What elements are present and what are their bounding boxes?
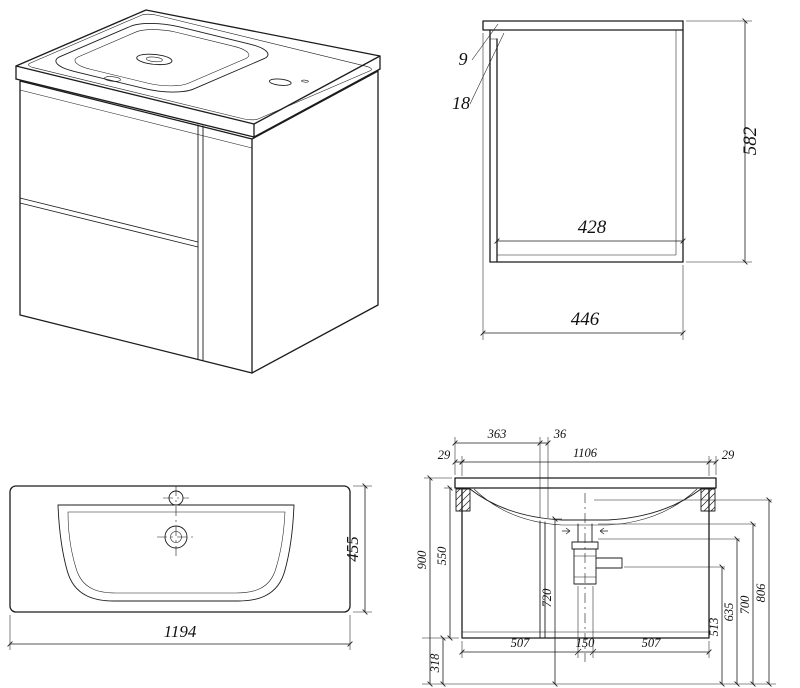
left-bracket-hatch xyxy=(455,488,471,512)
dim-basin-height-455: 455 xyxy=(343,536,362,562)
dim-cabinet-height-550: 550 xyxy=(435,546,449,566)
bowl-section-inner xyxy=(473,488,698,526)
isometric-view xyxy=(15,9,381,374)
side-view: 9 18 582 428 446 xyxy=(452,18,761,340)
side-inner-lines xyxy=(490,30,677,256)
side-front-panel xyxy=(489,29,498,263)
door-divider-lines xyxy=(197,124,204,361)
dim-drawer-right-507: 507 xyxy=(642,636,662,650)
countertop-bottom-edge xyxy=(15,68,381,138)
leader-18 xyxy=(469,32,505,105)
basin-bowl-inner xyxy=(67,511,286,594)
cabinet-front-view: 363 36 29 1106 29 900 550 318 720 xyxy=(415,427,776,687)
overflow-hole xyxy=(101,76,123,83)
leader-9 xyxy=(471,23,499,61)
dim-overhang-right-29: 29 xyxy=(722,448,735,462)
basin-front-view: 455 1194 xyxy=(7,483,372,650)
basin-top-outline xyxy=(9,485,351,613)
dim-depth-446: 446 xyxy=(571,309,600,330)
siphon-assembly xyxy=(562,523,623,585)
top-gap-line xyxy=(19,89,253,149)
dim-left-offset-363: 363 xyxy=(487,427,507,441)
tick-mark xyxy=(574,648,582,656)
dim-h700: 700 xyxy=(738,595,752,615)
dim-divider-36: 36 xyxy=(553,427,567,441)
flow-arrow-left xyxy=(562,527,571,535)
dim-basin-width-1194: 1194 xyxy=(164,622,197,641)
dim-inner-depth-428: 428 xyxy=(578,217,607,238)
countertop-top-face xyxy=(15,9,381,125)
dim-counter-thickness: 9 xyxy=(459,49,468,69)
flow-arrow-right xyxy=(599,527,608,535)
dim-h806: 806 xyxy=(754,583,768,603)
drain-tailpipe xyxy=(577,523,593,543)
dim-h635: 635 xyxy=(722,603,736,622)
front-cabinet-walls xyxy=(461,487,710,639)
drain-hole-outer xyxy=(130,52,178,67)
dim-drain-height-720: 720 xyxy=(540,588,554,608)
basin-bowl-outer xyxy=(57,504,295,602)
front-countertop xyxy=(454,477,717,489)
drawer-divider-lines xyxy=(19,197,199,248)
side-countertop xyxy=(482,20,684,31)
cabinet-right-face xyxy=(251,70,379,374)
faucet-hole xyxy=(266,78,295,87)
dim-bottom-clearance-318: 318 xyxy=(428,653,442,674)
deck-inner-rim xyxy=(25,13,376,121)
dim-center-gap-150: 150 xyxy=(576,636,596,650)
dim-drawer-left-507: 507 xyxy=(511,636,531,650)
drain-hole-inner xyxy=(143,56,165,63)
bowl-section-outer xyxy=(469,488,702,521)
siphon-outlet xyxy=(595,557,623,569)
basin-rim xyxy=(43,19,280,96)
small-hole xyxy=(300,80,310,83)
countertop-surface-details xyxy=(25,13,376,121)
dim-total-height-900: 900 xyxy=(415,550,429,570)
tick-mark xyxy=(589,648,597,656)
dim-inner-width-1106: 1106 xyxy=(573,446,598,460)
dim-overhang-left-29: 29 xyxy=(438,448,451,462)
dim-h513: 513 xyxy=(707,618,721,637)
dim-height-582: 582 xyxy=(740,126,761,155)
countertop-thickness-edges xyxy=(15,55,381,138)
front-divider xyxy=(539,520,546,639)
basin-inner-wall xyxy=(64,26,259,90)
left-bracket xyxy=(455,488,471,512)
dim-front-edge-thickness: 18 xyxy=(452,93,470,113)
